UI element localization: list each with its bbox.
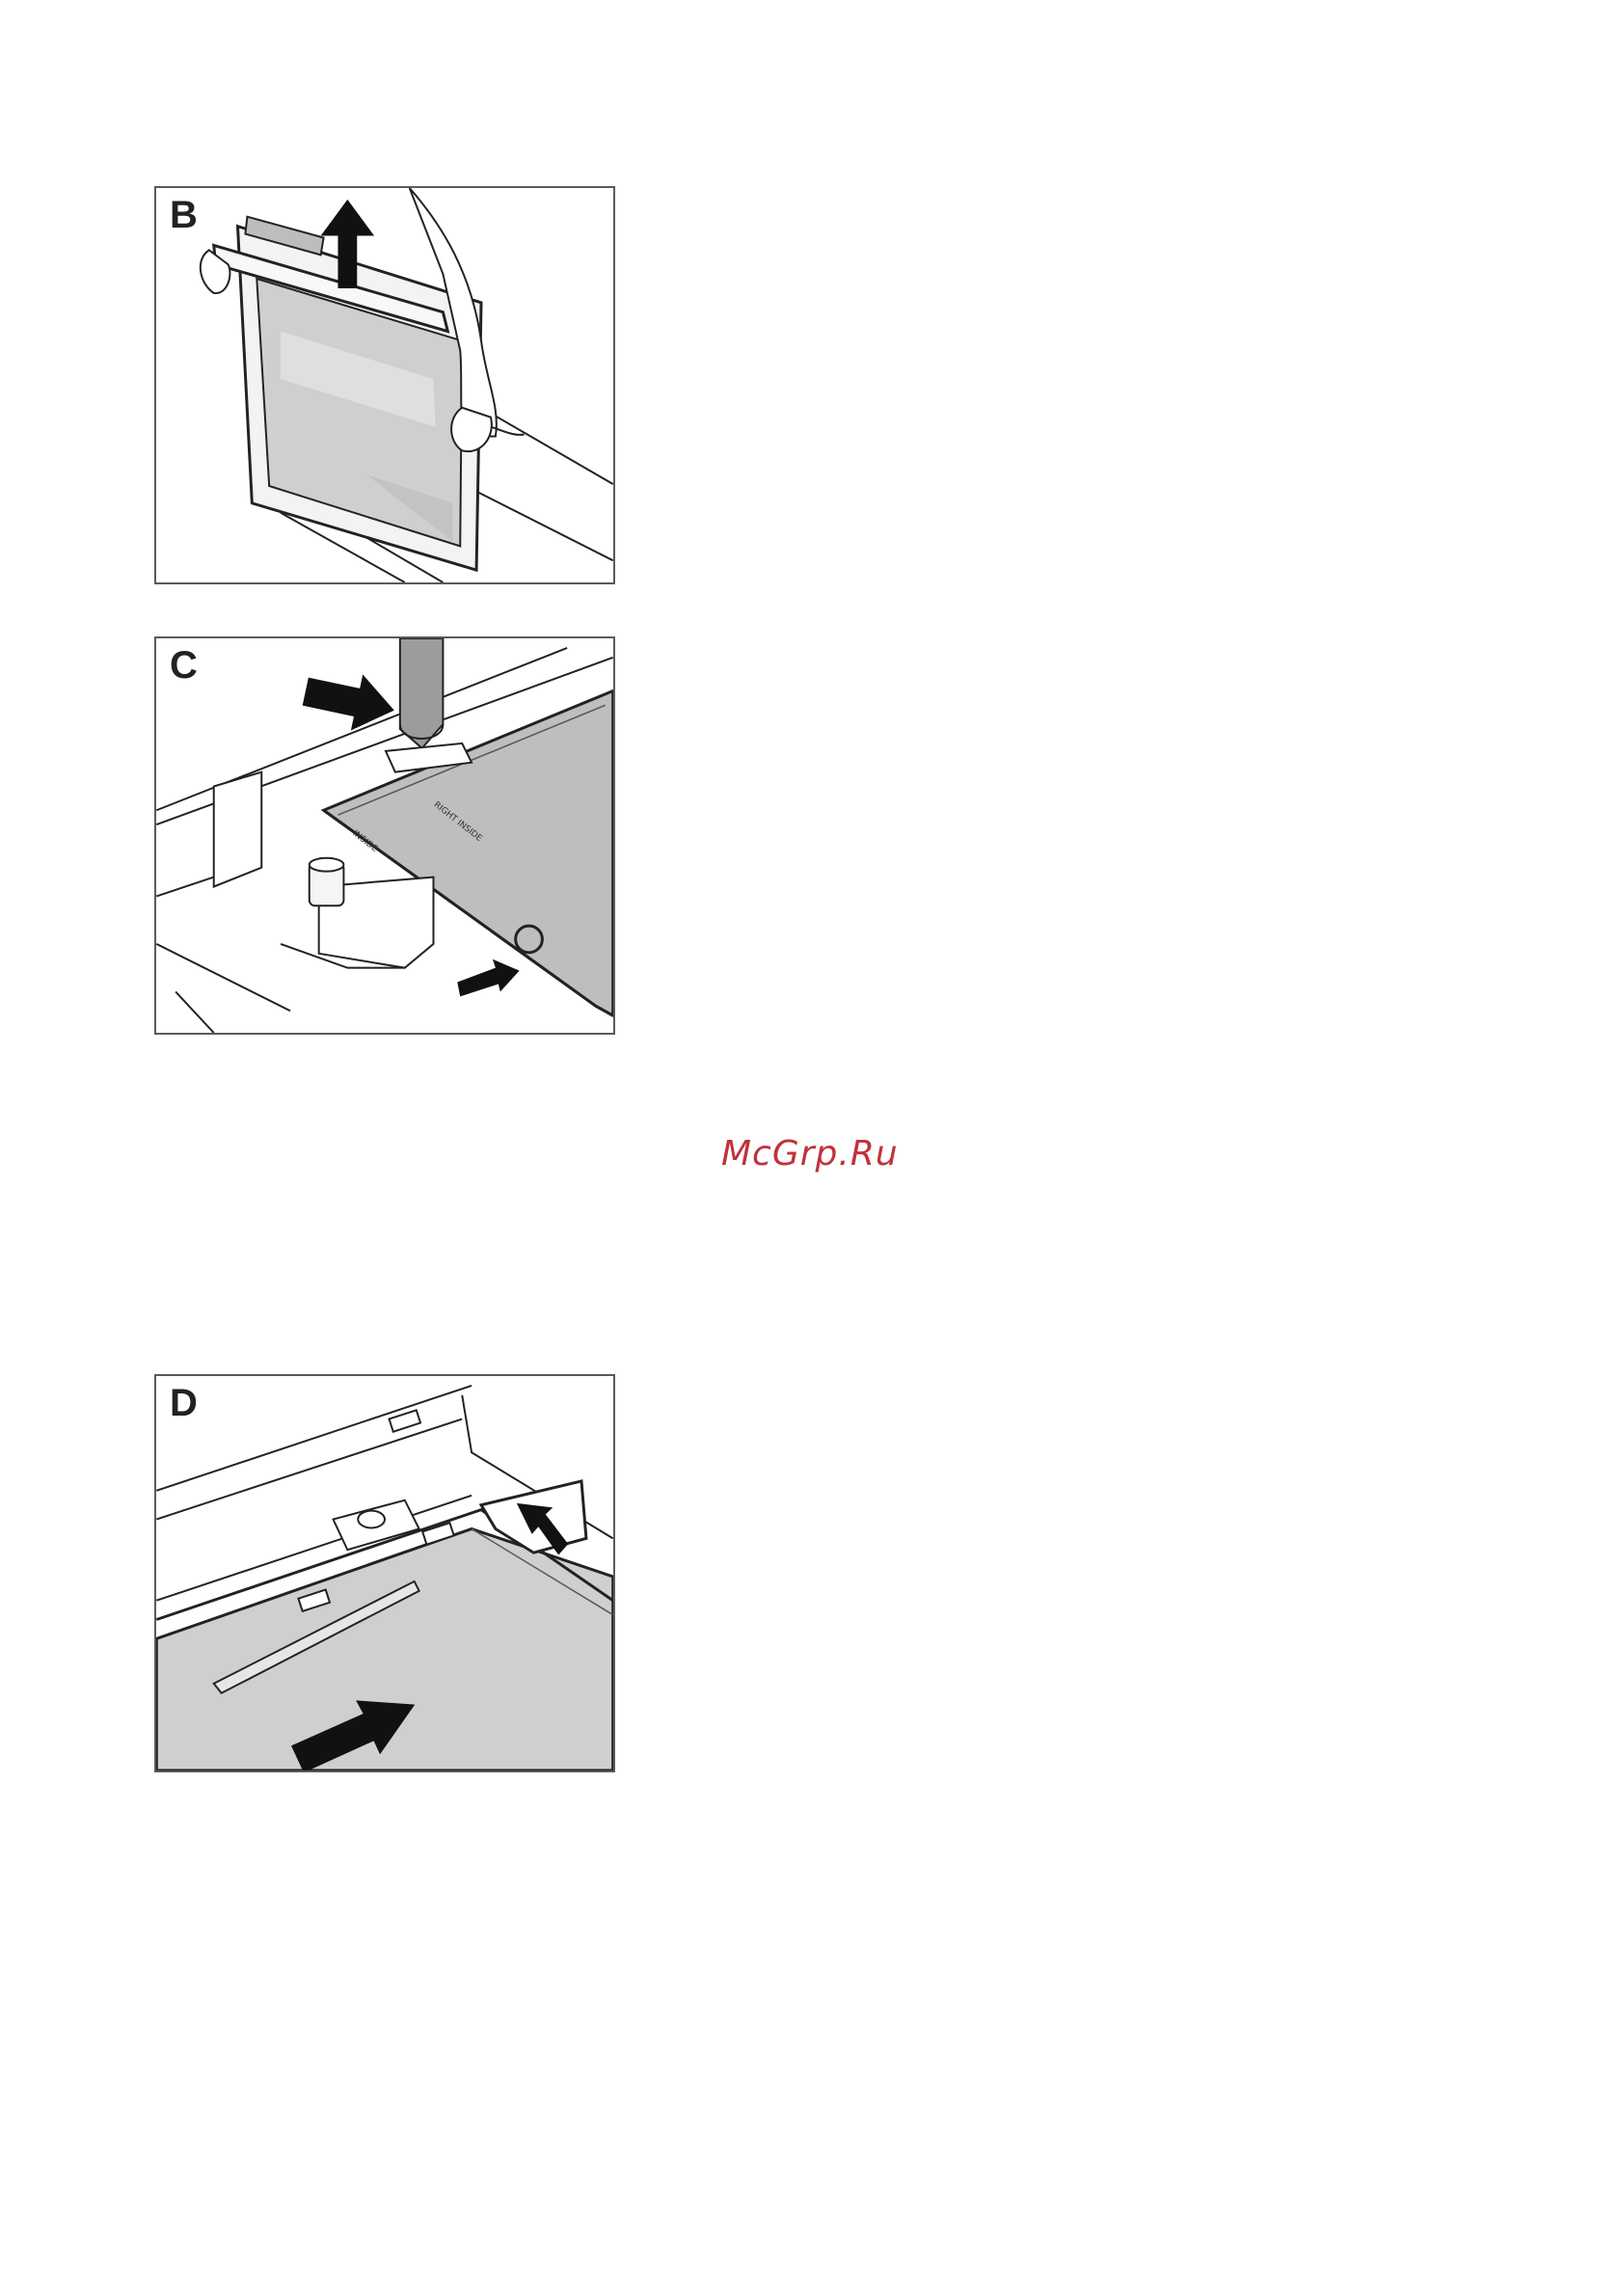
figure-b: B: [154, 186, 615, 584]
figure-d-label: D: [170, 1384, 198, 1422]
figure-b-illustration: [156, 188, 613, 582]
figure-c-label: C: [170, 646, 198, 685]
figure-c: C INSIDE RIGHT INSIDE: [154, 636, 615, 1035]
watermark-text: McGrp.Ru: [721, 1134, 899, 1174]
figure-d: D: [154, 1374, 615, 1772]
figure-b-label: B: [170, 196, 198, 234]
figure-d-illustration: [156, 1376, 613, 1770]
figure-c-illustration: INSIDE RIGHT INSIDE: [156, 638, 613, 1033]
